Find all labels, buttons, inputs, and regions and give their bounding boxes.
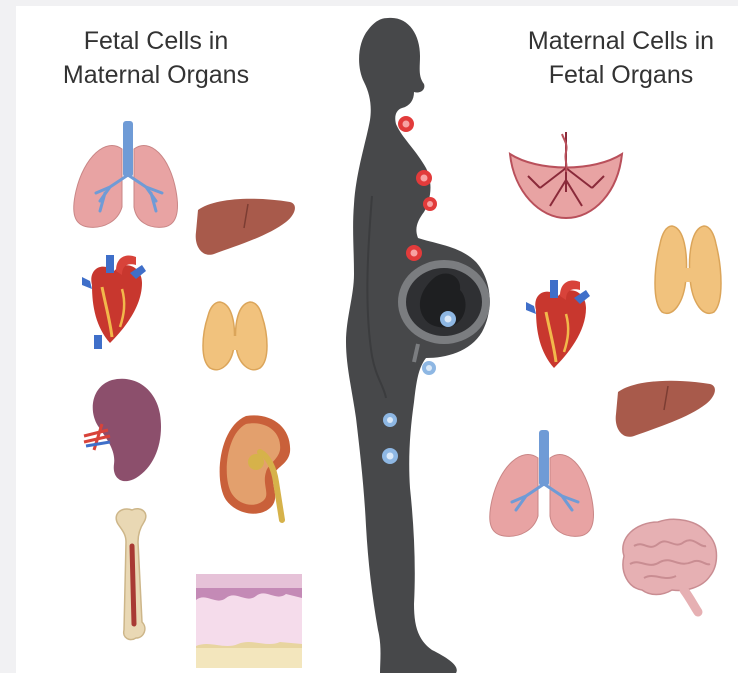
spleen-icon xyxy=(84,379,161,481)
skin-icon xyxy=(196,574,302,668)
placenta-icon xyxy=(510,132,622,218)
maternal-cell xyxy=(422,361,436,375)
maternal-cell xyxy=(382,448,398,464)
liver-icon xyxy=(616,381,715,437)
heart-icon xyxy=(526,280,590,368)
brain-icon xyxy=(623,519,717,612)
thyroid-icon xyxy=(203,302,267,370)
fetal-cell xyxy=(398,116,414,132)
thyroid-icon xyxy=(655,226,721,313)
heart-icon xyxy=(82,255,146,349)
fetal-cell xyxy=(416,170,432,186)
kidney-icon xyxy=(220,415,291,520)
diagram-canvas: Fetal Cells in Maternal Organs Maternal … xyxy=(16,6,738,673)
fetal-cell xyxy=(423,197,437,211)
lungs-icon xyxy=(74,121,178,227)
maternal-cell xyxy=(383,413,397,427)
liver-icon xyxy=(196,199,295,255)
bone-icon xyxy=(116,509,146,640)
diagram-svg xyxy=(16,6,738,673)
lungs-icon xyxy=(490,430,594,536)
maternal-cell xyxy=(440,311,456,327)
fetal-cell xyxy=(406,245,422,261)
